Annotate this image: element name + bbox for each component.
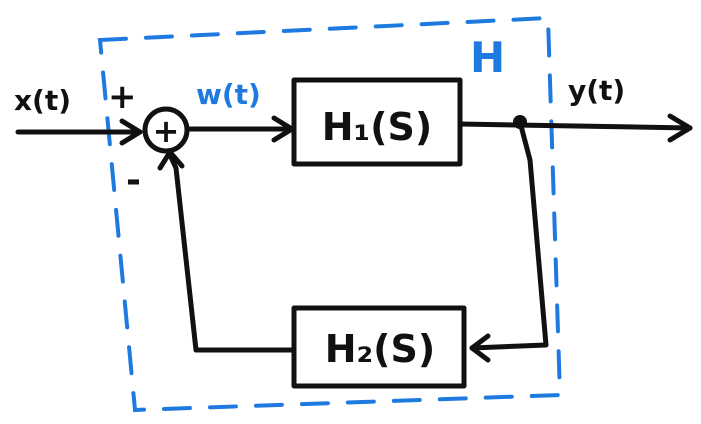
input-plus-sign: + [108, 77, 137, 117]
system-label: H [470, 33, 505, 82]
summing-junction-symbol: + [153, 112, 180, 150]
output-arrowhead [667, 113, 693, 143]
feedback-arrowhead-h2 [469, 333, 491, 363]
feedback-path-right [469, 119, 549, 351]
output-line [457, 121, 693, 131]
system-boundary [97, 15, 563, 413]
feedback-minus-sign: - [126, 160, 141, 201]
output-signal-label: y(t) [568, 74, 625, 107]
feedback-path-left [167, 152, 297, 353]
feedback-arrowhead-summer [157, 149, 185, 171]
input-arrowhead [119, 118, 143, 146]
feedback-block-h2 [291, 305, 467, 389]
input-signal-label: x(t) [14, 84, 71, 117]
feedback-block-label: H₂(S) [325, 327, 436, 371]
error-signal-label: w(t) [196, 78, 261, 111]
forward-block-label: H₁(S) [322, 105, 433, 149]
